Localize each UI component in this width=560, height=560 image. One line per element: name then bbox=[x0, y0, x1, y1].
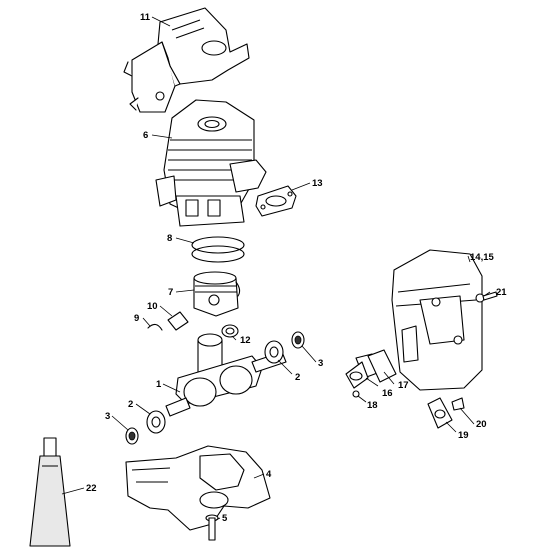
part-needle-bearing bbox=[221, 324, 239, 338]
callout-3-right: 3 bbox=[318, 358, 323, 369]
callout-20: 20 bbox=[476, 419, 487, 430]
part-muffler-flange bbox=[345, 349, 397, 398]
callout-16: 16 bbox=[382, 388, 393, 399]
callout-2-left: 2 bbox=[128, 399, 133, 410]
callout-17: 17 bbox=[398, 380, 409, 391]
callout-4: 4 bbox=[266, 469, 272, 480]
callout-9: 9 bbox=[134, 313, 139, 324]
callout-7: 7 bbox=[168, 287, 173, 298]
callout-18: 18 bbox=[367, 400, 378, 411]
part-piston-rings bbox=[191, 236, 245, 263]
part-crankshaft bbox=[165, 333, 287, 417]
part-tube bbox=[29, 437, 71, 547]
part-piston bbox=[193, 271, 241, 317]
part-bearing-right bbox=[264, 331, 305, 364]
part-bearing-left bbox=[125, 410, 166, 445]
part-crankcase bbox=[125, 445, 271, 531]
part-muffler bbox=[391, 249, 483, 391]
callout-13: 13 bbox=[312, 178, 323, 189]
callout-22: 22 bbox=[86, 483, 97, 494]
callout-14-15: 14,15 bbox=[470, 252, 494, 263]
part-spark-arrestor bbox=[427, 397, 465, 429]
leader-lines bbox=[61, 16, 491, 521]
part-gasket bbox=[255, 185, 297, 217]
callout-5: 5 bbox=[222, 513, 228, 524]
callout-2-right: 2 bbox=[295, 372, 300, 383]
callout-6: 6 bbox=[143, 130, 148, 141]
callout-11: 11 bbox=[140, 12, 151, 23]
part-shroud bbox=[123, 7, 250, 113]
part-screw-21 bbox=[475, 291, 498, 303]
callout-12: 12 bbox=[240, 335, 251, 346]
callout-labels: 11 6 13 8 14,15 21 7 10 9 12 3 1 2 16 17… bbox=[86, 12, 507, 524]
callout-10: 10 bbox=[147, 301, 158, 312]
part-piston-pin bbox=[147, 311, 189, 331]
callout-1: 1 bbox=[156, 379, 162, 390]
callout-3-left: 3 bbox=[105, 411, 110, 422]
callout-19: 19 bbox=[458, 430, 469, 441]
callout-8: 8 bbox=[167, 233, 172, 244]
callout-21: 21 bbox=[496, 287, 507, 298]
part-screw bbox=[205, 514, 219, 541]
part-cylinder bbox=[155, 99, 267, 227]
